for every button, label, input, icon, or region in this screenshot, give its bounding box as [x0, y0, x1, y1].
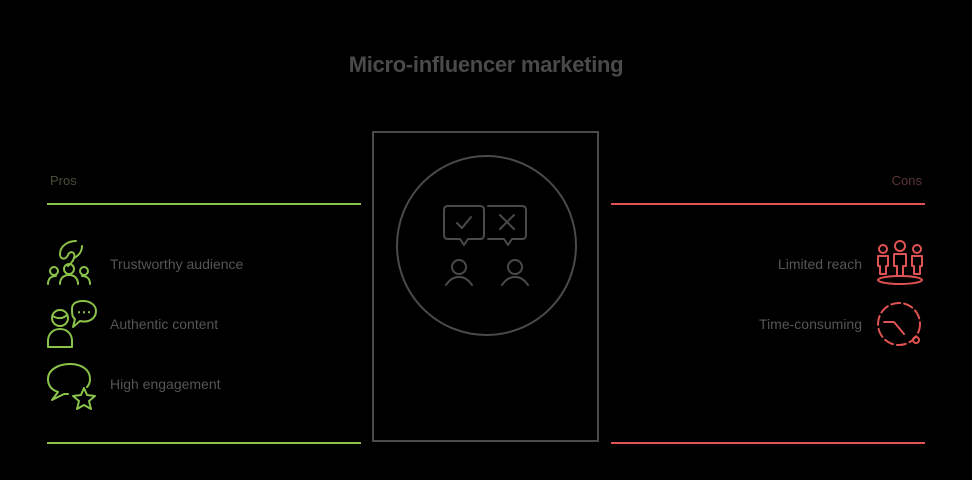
cons-item-label: Time-consuming [759, 316, 862, 332]
people-approve-reject-icon [443, 205, 529, 286]
cons-item-label: Limited reach [777, 256, 862, 272]
center-circle [396, 155, 577, 336]
chat-star-icon [47, 363, 96, 410]
clock-icon [877, 302, 921, 346]
pros-item-label: Trustworthy audience [110, 256, 244, 272]
pros-bottom-divider [47, 442, 361, 444]
trusted-audience-icon [47, 240, 91, 285]
pros-item-label: High engagement [110, 376, 221, 392]
small-group-icon [877, 240, 923, 285]
cons-top-divider [611, 203, 925, 205]
cons-bottom-divider [611, 442, 925, 444]
center-panel [372, 131, 599, 442]
person-chat-icon [47, 300, 97, 348]
pros-label: Pros [50, 173, 77, 188]
cons-label: Cons [891, 173, 922, 188]
pros-item-label: Authentic content [110, 316, 219, 332]
diagram-title: Micro-influencer marketing [348, 52, 624, 77]
pros-top-divider [47, 203, 361, 205]
